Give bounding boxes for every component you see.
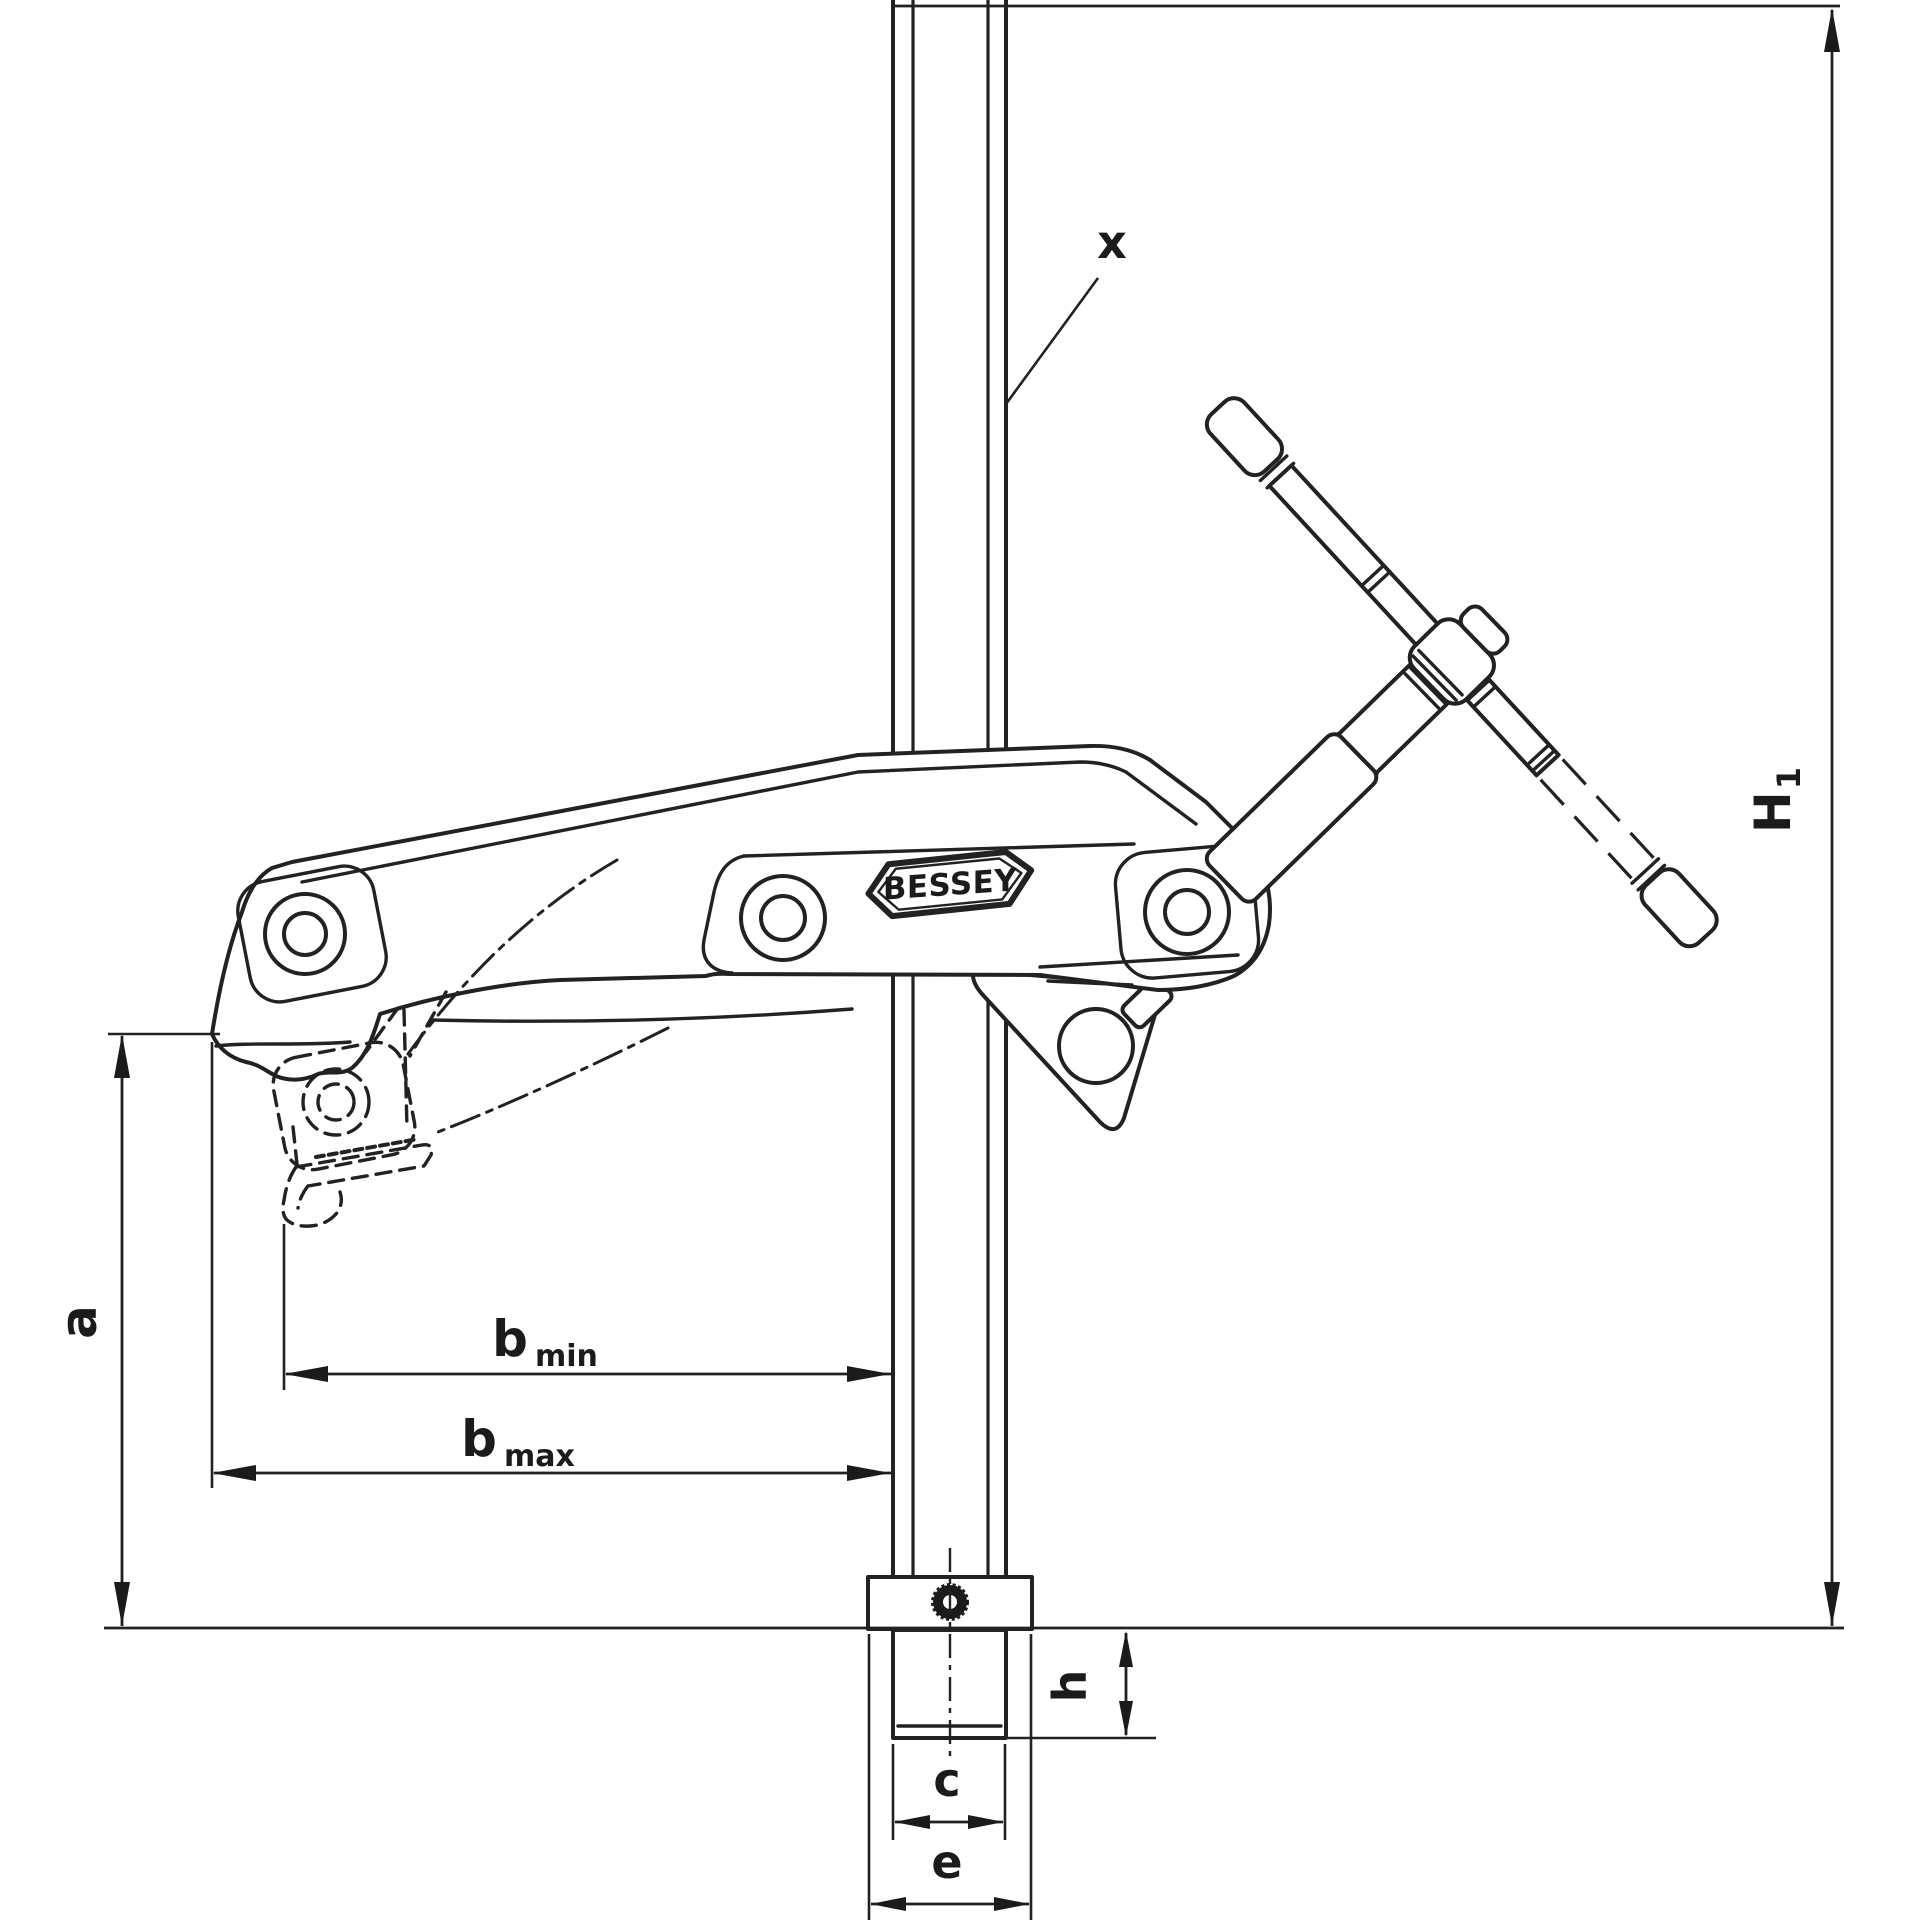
right-pivot-icon [1143, 868, 1231, 956]
left-pivot-icon [263, 892, 347, 976]
bracket-hole [1057, 1007, 1135, 1085]
handle-top-knob [1204, 396, 1285, 478]
dim-label-e: e [931, 1835, 962, 1889]
dim-label-h: h [1043, 1670, 1097, 1703]
rail-end-stop [866, 1548, 1034, 1762]
dim-label-c: c [933, 1753, 960, 1807]
brand-badge: BESSEY [865, 849, 1035, 920]
handle-hidden-edge [1561, 758, 1662, 867]
spindle [1204, 604, 1510, 904]
x-leader-line [1004, 277, 1100, 405]
t-handle [1204, 396, 1719, 949]
lower-bracket [971, 968, 1174, 1131]
dim-label-H1: H1 [1744, 767, 1808, 833]
handle-bottom-knob [1639, 867, 1719, 949]
spindle-cap [1458, 604, 1510, 656]
right-pivot-boss [1113, 844, 1261, 980]
middle-pivot-icon [739, 874, 827, 962]
pivots [236, 844, 1261, 1004]
dim-label-x: x [1097, 215, 1127, 269]
dim-label-a: a [50, 1305, 108, 1339]
swing-lines [406, 858, 670, 1134]
spindle-base [1204, 732, 1379, 904]
left-pivot-boss [236, 864, 388, 1004]
